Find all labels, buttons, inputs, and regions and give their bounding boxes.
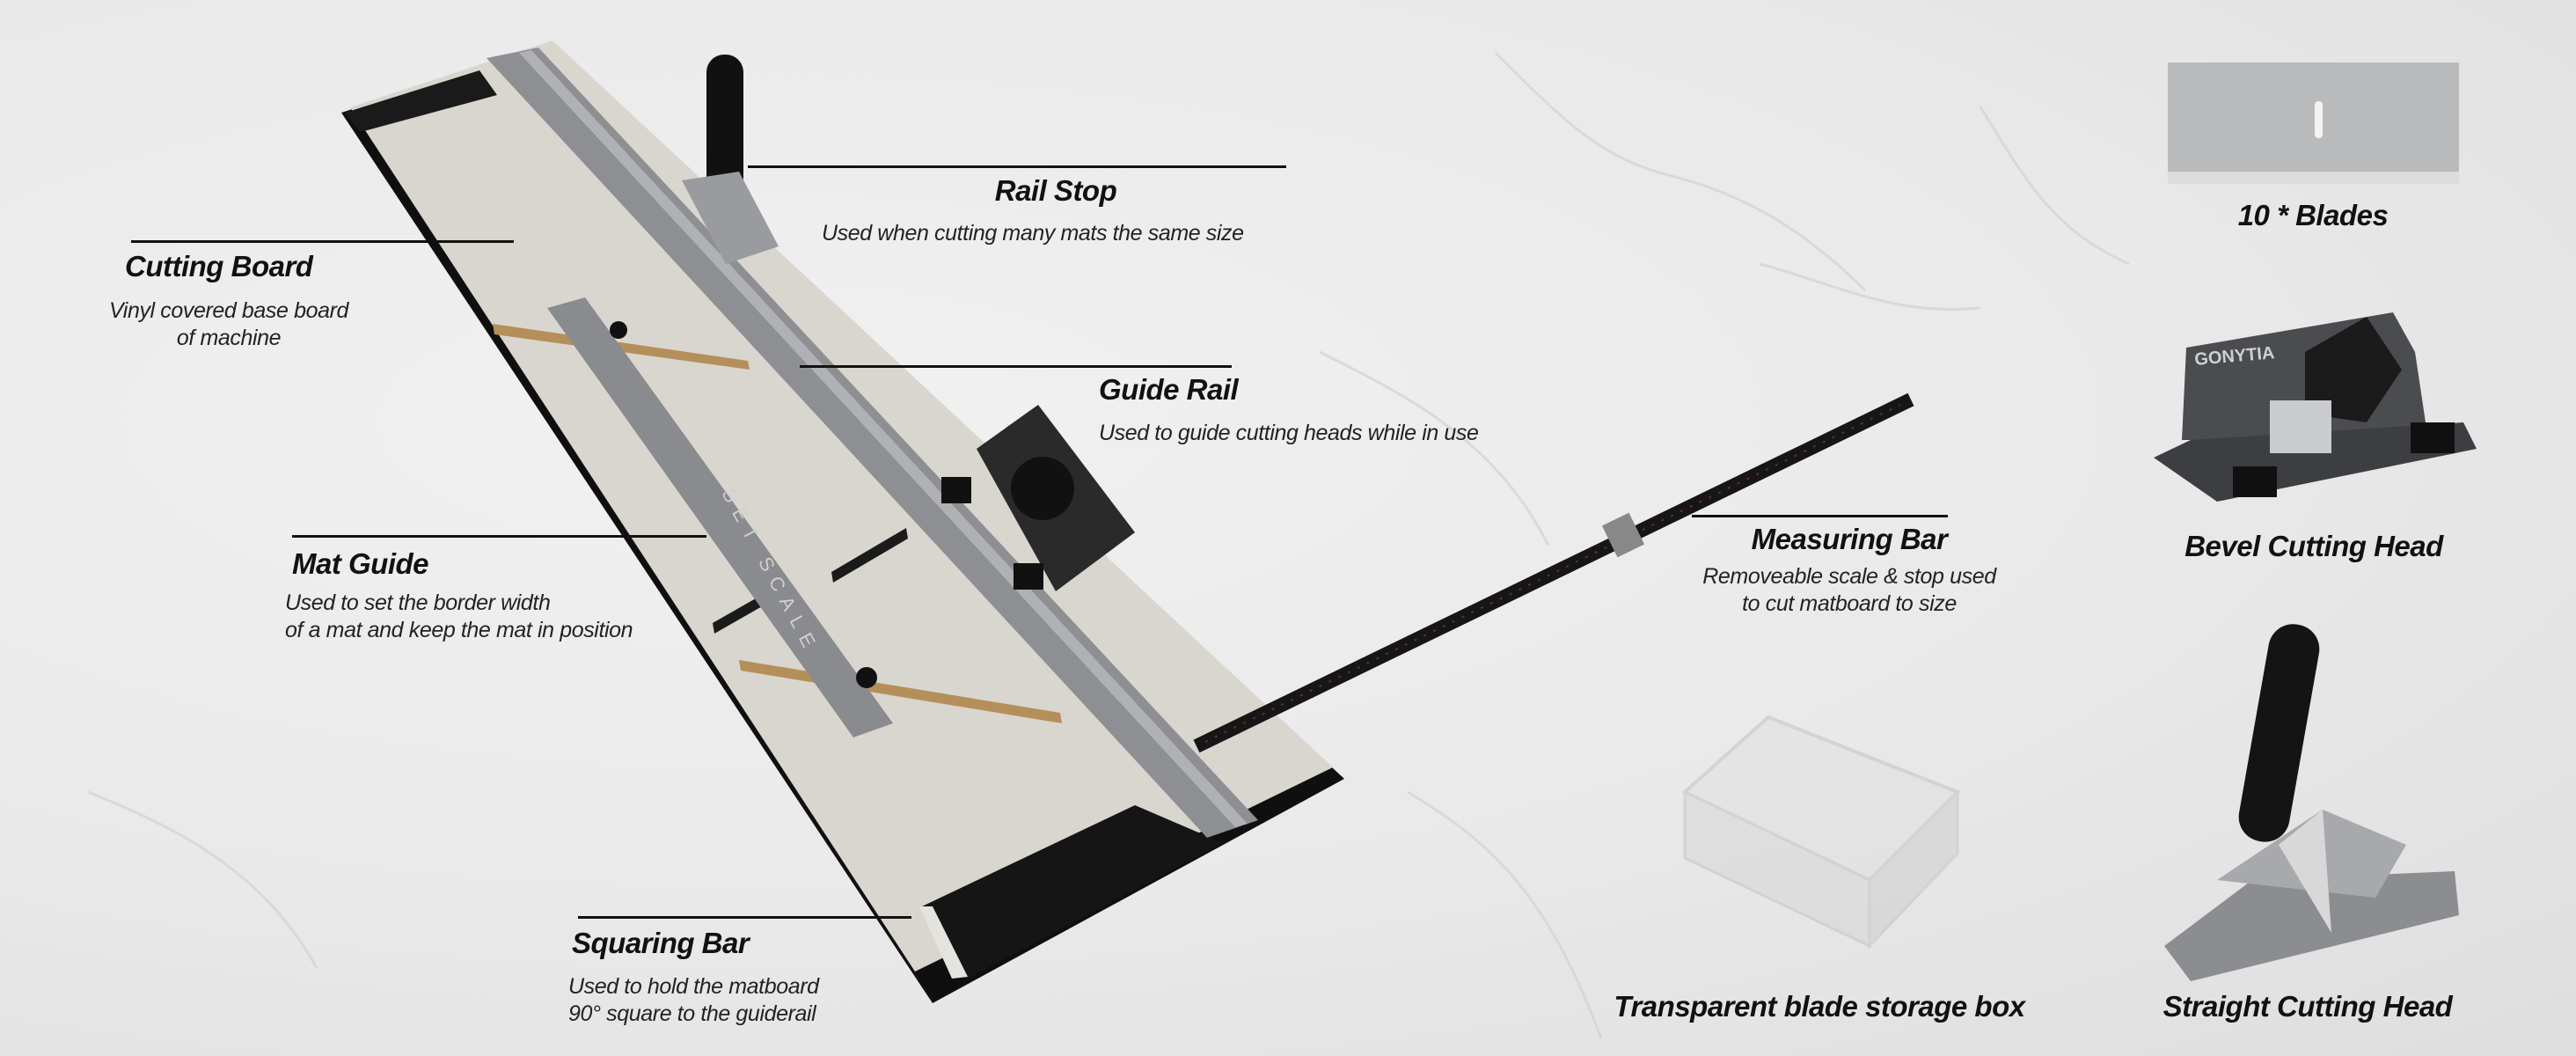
straight-cutting-head-image	[2164, 624, 2459, 981]
storage-box-label: Transparent blade storage box	[1614, 990, 2025, 1023]
measuring-bar-stop	[1601, 512, 1645, 558]
desc-line: of machine	[176, 326, 282, 350]
desc-line: Vinyl covered base board	[108, 298, 349, 323]
mat-cutter-machine: SET SCALE	[341, 40, 1914, 1003]
mat-guide-desc: Used to set the border width of a mat an…	[285, 590, 633, 644]
knob	[610, 321, 627, 339]
wood-strip	[493, 324, 750, 370]
straight-cutting-head-label: Straight Cutting Head	[2163, 990, 2453, 1023]
rail-stop-leader	[748, 165, 1286, 168]
top-end-block	[345, 70, 497, 132]
measuring-bar-desc: Removeable scale & stop used to cut matb…	[1702, 563, 1996, 618]
guide-rail-highlight	[519, 50, 1248, 827]
rail-stop	[682, 172, 779, 264]
desc-line: of a mat and keep the mat in position	[285, 618, 633, 642]
bevel-head-grip	[1011, 457, 1074, 520]
guide-rail-desc: Used to guide cutting heads while in use	[1099, 421, 1479, 445]
cutting-board-desc: Vinyl covered base board of machine	[109, 297, 348, 352]
rail-stop-title: Rail Stop	[994, 174, 1117, 207]
rail-stop-handle	[706, 55, 743, 195]
scale-strip	[831, 528, 908, 583]
bevel-cutting-head-image: GONYTIA	[2154, 312, 2477, 502]
measuring-bar-scale	[1204, 404, 1901, 743]
desc-line: Removeable scale & stop used	[1702, 564, 1996, 589]
squaring-bar	[922, 805, 1223, 979]
desc-line: Used to hold the matboard	[568, 974, 819, 999]
guide-rail-title: Guide Rail	[1099, 373, 1239, 406]
mat-guide-title: Mat Guide	[292, 547, 429, 580]
squaring-bar-leader	[578, 916, 911, 919]
storage-box-image	[1681, 715, 1961, 950]
mat-guide-leader	[292, 535, 706, 538]
desc-line: 90° square to the guiderail	[568, 1001, 816, 1026]
desc-line: to cut matboard to size	[1742, 591, 1957, 616]
blade-image	[2168, 62, 2459, 184]
guide-rail-leader	[800, 365, 1232, 368]
rail-clamp	[941, 477, 971, 503]
cutting-board-leader	[131, 240, 514, 243]
rail-clamp	[1014, 563, 1043, 590]
squaring-bar-title: Squaring Bar	[572, 927, 750, 959]
mat-guide	[547, 297, 893, 737]
marble-veins	[87, 51, 2130, 1039]
measuring-bar-title: Measuring Bar	[1751, 523, 1948, 555]
desc-line: Used to set the border width	[285, 590, 551, 615]
measuring-bar-leader	[1692, 515, 1948, 517]
squaring-bar-desc: Used to hold the matboard 90° square to …	[568, 973, 819, 1028]
squaring-bar-edge	[919, 906, 968, 979]
cutting-board-title: Cutting Board	[125, 250, 313, 282]
blades-label: 10 * Blades	[2237, 199, 2389, 231]
measuring-bar	[1193, 392, 1914, 753]
bevel-cutting-head-label: Bevel Cutting Head	[2184, 530, 2443, 562]
knob	[856, 667, 877, 688]
rail-stop-desc: Used when cutting many mats the same siz…	[822, 221, 1244, 246]
cutting-board	[350, 40, 1333, 972]
